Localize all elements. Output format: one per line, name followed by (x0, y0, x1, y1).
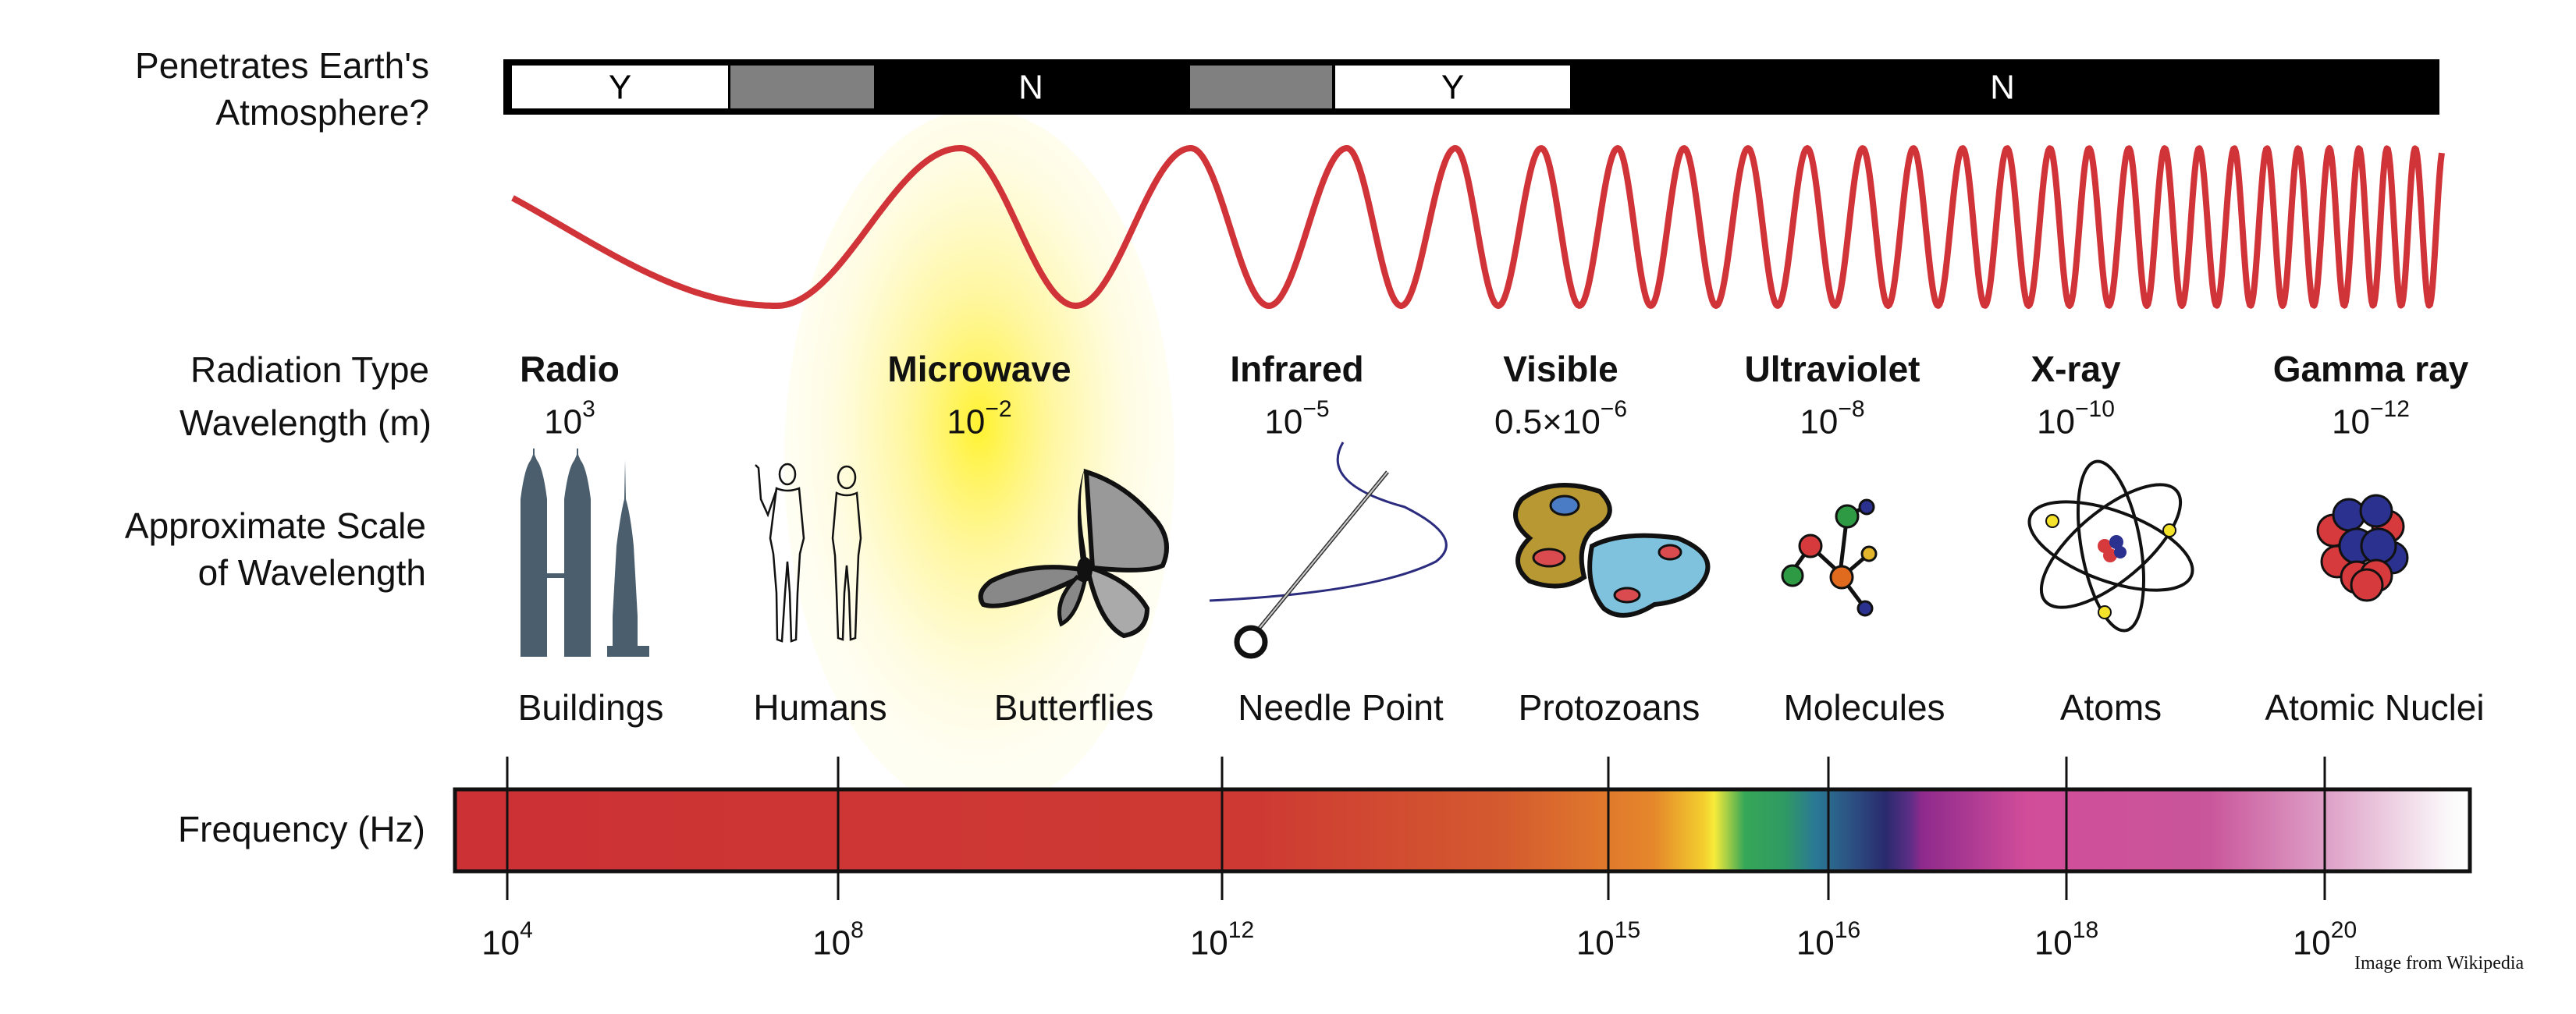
wavelength-value: 0.5×10−6 (1494, 396, 1628, 441)
atmosphere-segment (1570, 66, 2435, 108)
scale-label-line2: of Wavelength (197, 552, 426, 593)
microwave-glow (784, 109, 1174, 811)
frequency-tick-label: 104 (481, 917, 533, 963)
atmosphere-segment-label: Y (1441, 69, 1464, 107)
frequency-tick-label: 108 (812, 917, 864, 963)
frequency-tick-label: 1018 (2034, 917, 2099, 963)
glow-ellipse (784, 109, 1174, 811)
wavelength-label: Wavelength (m) (179, 402, 432, 443)
radiation-type-name: Visible (1503, 349, 1618, 389)
radiation-type-name: X-ray (2031, 349, 2121, 389)
radiation-type-name: Gamma ray (2272, 349, 2469, 389)
atmosphere-segment (512, 66, 728, 108)
scale-object-name: Atomic Nuclei (2265, 687, 2485, 728)
scale-object-name: Atoms (2059, 687, 2162, 728)
radiation-type-name: Ultraviolet (1744, 349, 1920, 389)
butterfly-icon (978, 468, 1169, 639)
wavelength-value: 10−8 (1800, 396, 1865, 441)
scale-object-name: Buildings (517, 687, 664, 728)
atmosphere-segment-label: N (1990, 69, 2015, 107)
frequency-label: Frequency (Hz) (178, 809, 425, 849)
radiation-type-name: Radio (520, 349, 620, 389)
scale-object-name: Protozoans (1518, 687, 1700, 728)
frequency-tick-label: 1015 (1576, 917, 1641, 963)
frequency-tick-label: 1016 (1796, 917, 1861, 963)
radiation-type-name: Infrared (1230, 349, 1364, 389)
wavelength-value: 10−5 (1264, 396, 1330, 441)
scale-object-name: Needle Point (1238, 687, 1444, 728)
buildings-icon (521, 448, 649, 657)
wave-path (510, 145, 2445, 309)
atmosphere-segment-label: Y (609, 69, 631, 107)
frequency-tick-label: 1020 (2292, 917, 2357, 963)
wavelength-value: 10−12 (2332, 396, 2410, 441)
frequency-tick-label: 1012 (1189, 917, 1255, 963)
wave-curve (510, 145, 2445, 309)
frequency-bar (453, 757, 2472, 900)
scale-object-name: Butterflies (993, 687, 1154, 728)
atmosphere-segment (1335, 66, 1570, 108)
radiation-type-label: Radiation Type (190, 349, 429, 390)
scale-object-name: Humans (753, 687, 887, 728)
atmosphere-label-line2: Atmosphere? (215, 92, 429, 133)
scale-label-line1: Approximate Scale (124, 505, 426, 546)
atmosphere-row-label: Penetrates Earth's Atmosphere? (31, 42, 429, 136)
scale-icons (521, 441, 2409, 659)
atmosphere-segment-label: N (1018, 69, 1043, 107)
scale-row-label: Approximate Scale of Wavelength (31, 502, 426, 596)
frequency-gradient (453, 787, 2472, 874)
wavelength-value: 10−2 (947, 396, 1012, 441)
atmosphere-label-line1: Penetrates Earth's (135, 45, 429, 86)
molecule-icon (1781, 498, 1878, 617)
atmosphere-segment (1190, 66, 1332, 108)
scale-object-name: Molecules (1783, 687, 1945, 728)
atom-icon (2027, 459, 2194, 633)
wavelength-value: 10−10 (2037, 396, 2115, 441)
needle-icon (1209, 441, 1448, 659)
atmosphere-segment (730, 66, 874, 108)
atmosphere-segment (874, 66, 1188, 108)
protozoa-icon (1513, 483, 1711, 618)
image-credit: Image from Wikipedia (2354, 953, 2524, 973)
nucleus-icon (2316, 494, 2409, 602)
humans-icon (755, 463, 862, 643)
radiation-type-name: Microwave (887, 349, 1071, 389)
wavelength-value: 103 (544, 396, 595, 441)
